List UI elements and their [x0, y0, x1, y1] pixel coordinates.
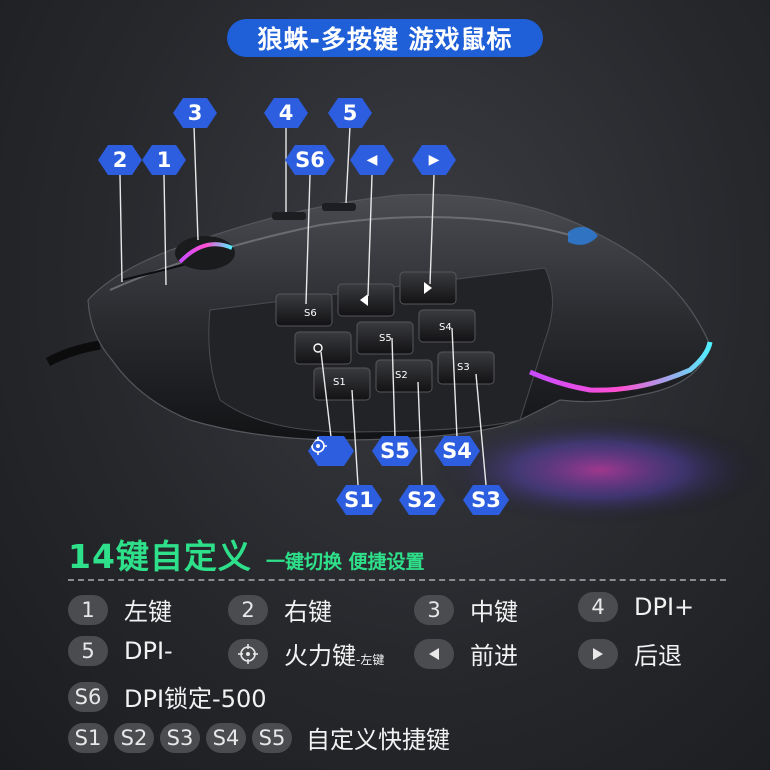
keycap-s3: S3 — [457, 362, 470, 373]
callout-badge-crosshair — [308, 436, 354, 466]
legend-label-4: DPI+ — [634, 593, 695, 621]
left-triangle-icon — [429, 647, 439, 660]
legend-key-forward — [414, 638, 454, 669]
legend-key-back — [578, 638, 618, 669]
legend-key-3: 3 — [414, 594, 454, 625]
legend-label-1: 左键 — [124, 598, 172, 626]
legend-key-s4: S4 — [206, 722, 246, 753]
callout-badge-left-arrow: ◀ — [350, 145, 394, 175]
callout-badge-4: 4 — [264, 98, 308, 128]
keycap-s4: S4 — [439, 322, 452, 333]
callout-badge-s6: S6 — [285, 145, 335, 175]
legend-label-3: 中键 — [470, 598, 518, 626]
callout-badge-s4: S4 — [434, 436, 480, 466]
legend-key-4: 4 — [578, 592, 618, 622]
callout-badge-s5: S5 — [372, 436, 418, 466]
callout-badge-right-arrow: ▶ — [412, 145, 456, 175]
legend-key-s6: S6 — [68, 681, 108, 712]
divider — [68, 579, 726, 581]
callout-badge-2: 2 — [98, 145, 142, 175]
mouse-drawing: S6 S5 S4 S1 S2 S3 — [45, 125, 770, 525]
legend-item-3: 3 中键 — [414, 592, 518, 627]
legend-item-fire: 火力键-左键 — [228, 636, 384, 671]
keycap-s2: S2 — [395, 370, 408, 381]
mouse-illustration: S6 S5 S4 S1 S2 S3 2 1 3 4 5 S6 ◀ ▶ — [45, 0, 770, 525]
legend-label-fire: 火力键-左键 — [284, 642, 385, 670]
legend-label-custom: 自定义快捷键 — [306, 726, 450, 754]
legend-item-s6: S6 DPI锁定-500 — [68, 679, 267, 714]
legend-item-custom: S1 S2 S3 S4 S5 自定义快捷键 — [68, 720, 450, 755]
legend-key-fire — [228, 638, 268, 669]
legend-key-s5: S5 — [252, 722, 292, 753]
legend-label-forward: 前进 — [470, 642, 518, 670]
legend-key-s3: S3 — [160, 722, 200, 753]
callout-badge-3: 3 — [173, 98, 217, 128]
legend-item-2: 2 右键 — [228, 592, 332, 627]
callout-badge-s3: S3 — [463, 485, 509, 515]
legend-label-back: 后退 — [634, 642, 682, 670]
legend-item-back: 后退 — [578, 636, 682, 671]
legend-key-1: 1 — [68, 594, 108, 625]
callout-badge-s2: S2 — [399, 485, 445, 515]
legend-item-5: 5 DPI- — [68, 636, 173, 666]
section-subtitle: 一键切换 便捷设置 — [265, 551, 425, 573]
crosshair-icon — [238, 643, 258, 664]
legend-key-s1: S1 — [68, 722, 108, 753]
legend-key-5: 5 — [68, 636, 108, 666]
page-title: 狼蛛-多按键 游戏鼠标 — [227, 19, 543, 57]
legend-item-1: 1 左键 — [68, 592, 172, 627]
keycap-s1: S1 — [333, 377, 346, 388]
legend-item-4: 4 DPI+ — [578, 592, 694, 622]
section-title: 14键自定义 — [68, 537, 252, 576]
legend-key-s2: S2 — [114, 722, 154, 753]
legend-item-forward: 前进 — [414, 636, 518, 671]
right-triangle-icon — [593, 647, 603, 660]
legend-label-5: DPI- — [124, 637, 173, 665]
legend-key-2: 2 — [228, 594, 268, 625]
legend-label-s6: DPI锁定-500 — [124, 685, 267, 713]
keycap-s6: S6 — [304, 308, 317, 319]
legend-label-2: 右键 — [284, 598, 332, 626]
section-heading: 14键自定义 一键切换 便捷设置 — [68, 530, 425, 578]
keycap-s5: S5 — [379, 333, 392, 344]
callout-badge-5: 5 — [328, 98, 372, 128]
callout-badge-s1: S1 — [336, 485, 382, 515]
callout-badge-1: 1 — [142, 145, 186, 175]
